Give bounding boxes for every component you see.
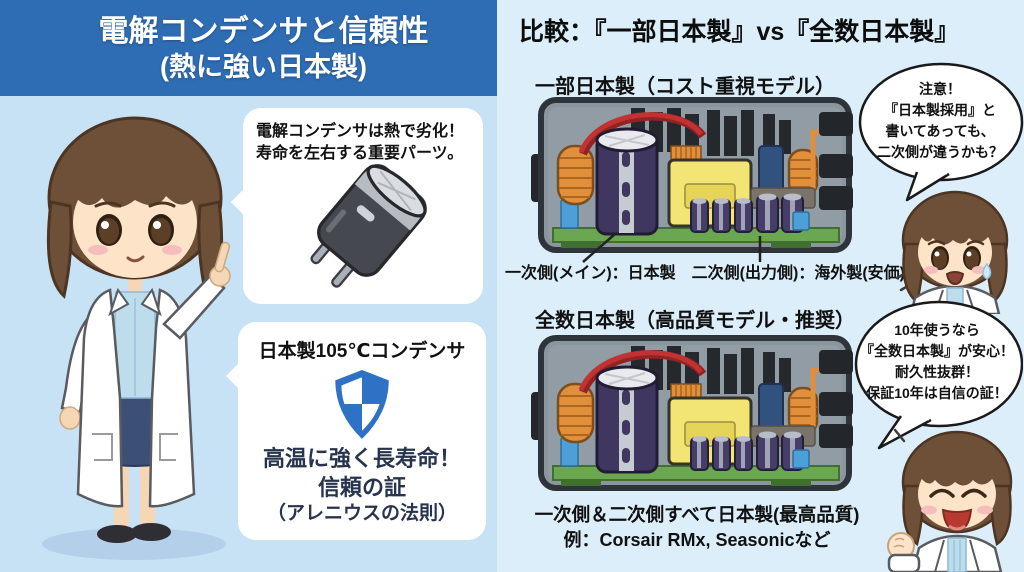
- speech-cloud-shape: [854, 300, 1024, 450]
- electrolytic-capacitor-illustration: [310, 164, 427, 288]
- scientist-happy-character: [887, 428, 1013, 572]
- section-partial-caption: 一次側(メイン)：日本製 二次側(出力側)：海外製(安価): [505, 265, 905, 282]
- pointing-arm: [162, 274, 226, 340]
- speech-bubble-capacitor: 電解コンデンサは熱で劣化！ 寿命を左右する重要パーツ。: [230, 108, 483, 304]
- leader-lines: [582, 233, 762, 263]
- bubble-capacitor-line1: 電解コンデンサは熱で劣化！: [256, 123, 465, 140]
- shield-box-line2: 信頼の証: [317, 474, 406, 500]
- character-head: [46, 116, 224, 299]
- scientist-character: [42, 116, 231, 560]
- shield-box-title: 日本製105℃コンデンサ: [258, 341, 466, 362]
- left-header-subtitle: (熱に強い日本製): [160, 51, 367, 82]
- comparison-header: 比較：『一部日本製』vs『全数日本製』: [519, 18, 960, 46]
- speech-bubble-shield: 日本製105℃コンデンサ 高温に強く長寿命！ 信頼の証 （アレニウスの法則）: [225, 322, 486, 540]
- psu-illustration-partial: [531, 96, 861, 263]
- shield-box-line1: 高温に強く長寿命！: [262, 446, 461, 471]
- section-full-caption: 一次側＆二次側すべて日本製(最高品質) 例：Corsair RMx, Seaso…: [501, 503, 893, 552]
- bubble-capacitor-line2: 寿命を左右する重要パーツ。: [256, 145, 464, 163]
- left-header-banner: 電解コンデンサと信頼性 (熱に強い日本製): [0, 0, 497, 96]
- shield-box-line3: （アレニウスの法則）: [266, 503, 457, 525]
- psu-illustration-full: [531, 334, 861, 510]
- character-shadow: [42, 528, 226, 560]
- sweat-drop: [982, 262, 992, 280]
- speech-cloud-warning: 注意！ 『日本製採用』と 書いてあっても、 二次側が違うかも？: [855, 60, 1024, 202]
- right-panel: 比較：『一部日本製』vs『全数日本製』 一部日本製（コスト重視モデル） 一次側(…: [497, 0, 1024, 572]
- shield-check-icon: [335, 370, 389, 439]
- section-partial-title: 一部日本製（コスト重視モデル）: [535, 76, 835, 98]
- left-panel: 電解コンデンサと信頼性 (熱に強い日本製): [0, 0, 497, 572]
- section-full-title: 全数日本製（高品質モデル・推奨）: [535, 310, 855, 332]
- section-full-caption-line2: 例：Corsair RMx, Seasonicなど: [563, 529, 831, 550]
- scientist-worried-character: [895, 190, 1009, 314]
- left-header-title: 電解コンデンサと信頼性: [98, 15, 429, 49]
- pointing-finger: [214, 241, 231, 273]
- section-full-caption-line1: 一次側＆二次側すべて日本製(最高品質): [534, 504, 860, 525]
- speech-cloud-shape: [858, 62, 1024, 202]
